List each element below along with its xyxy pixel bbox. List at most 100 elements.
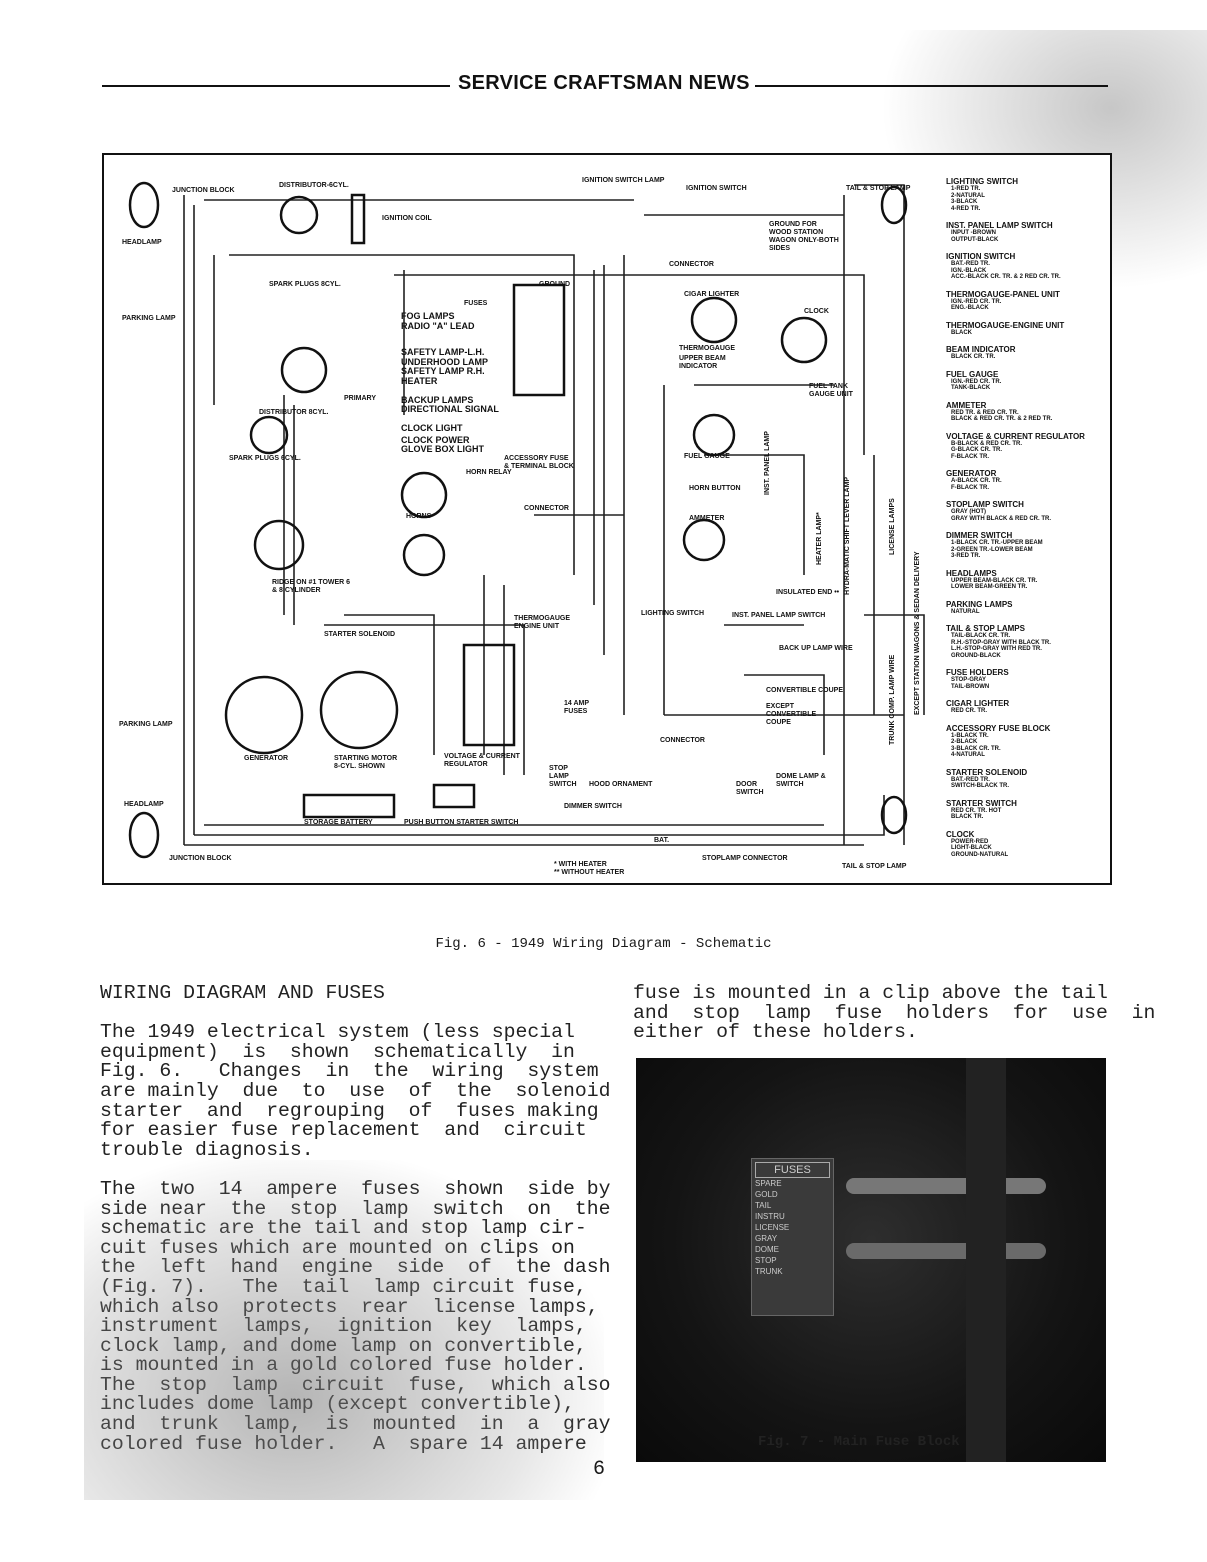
- label-14-amp-fuses: 14 AMP FUSES: [564, 700, 589, 715]
- label-except-wagons: EXCEPT STATION WAGONS & SEDAN DELIVERY: [914, 551, 921, 715]
- label-distributor-6: DISTRIBUTOR-6CYL.: [279, 182, 349, 189]
- legend-line: STOP-GRAY: [951, 677, 987, 683]
- article-left-column: WIRING DIAGRAM AND FUSES The 1949 electr…: [100, 983, 611, 1455]
- label-tail-stop-bottom: TAIL & STOP LAMP: [842, 863, 907, 870]
- label-spark-plugs-8: SPARK PLUGS 8CYL.: [269, 281, 341, 288]
- label-hydra-matic: HYDRA-MATIC SHIFT LEVER LAMP: [844, 476, 851, 595]
- legend-line: A-BLACK CR. TR.: [951, 478, 1002, 484]
- text-line: colored fuse holder. A spare 14 ampere: [100, 1432, 587, 1455]
- label-horns: HORNS: [406, 513, 432, 520]
- article-right-column: fuse is mounted in a clip above the tail…: [633, 983, 1155, 1044]
- legend-title: HEADLAMPS: [946, 568, 997, 578]
- fuse-label-text: GRAY: [755, 1234, 778, 1243]
- label-connector-bottom: CONNECTOR: [660, 737, 705, 744]
- text-line: is mounted in a gold colored fuse holder…: [100, 1354, 587, 1377]
- legend-line: UPPER BEAM-BLACK CR. TR.: [951, 577, 1038, 584]
- legend-title: FUEL GAUGE: [946, 369, 999, 379]
- header-rule-left: [102, 85, 450, 87]
- label-ground: GROUND: [539, 281, 571, 288]
- label-inst-panel-lamp: INST. PANEL LAMP: [764, 431, 771, 495]
- legend-line: F-BLACK TR.: [951, 484, 989, 491]
- label-connector: CONNECTOR: [669, 261, 714, 268]
- label-primary: PRIMARY: [344, 395, 377, 402]
- legend-line: RED CR. TR.: [951, 708, 987, 714]
- label-vcr: VOLTAGE & CURRENT REGULATOR: [444, 753, 520, 768]
- label-fog-lamps: FOG LAMPS: [401, 311, 455, 321]
- label-ammeter: AMMETER: [689, 515, 725, 522]
- text-line: either of these holders.: [633, 1021, 918, 1044]
- legend-line: 2-BLACK: [951, 739, 978, 745]
- legend-line: 4-NATURAL: [951, 752, 985, 758]
- legend-line: NATURAL: [951, 608, 980, 615]
- legend-title: CIGAR LIGHTER: [946, 699, 1010, 708]
- text-line: (Fig. 7). The tail lamp circuit fuse,: [100, 1275, 587, 1298]
- text-line: starter and regrouping of fuses making: [100, 1099, 599, 1122]
- legend-line: BLACK: [951, 329, 972, 336]
- text-line: The 1949 electrical system (less special: [100, 1021, 575, 1044]
- label-fuel-gauge: FUEL GAUGE: [684, 453, 730, 460]
- fuse-label-text: GOLD: [755, 1190, 778, 1199]
- legend-title: THERMOGAUGE-ENGINE UNIT: [946, 320, 1065, 330]
- label-directional: DIRECTIONAL SIGNAL: [401, 404, 499, 414]
- steering-column: [966, 1058, 1006, 1462]
- legend-line: B-BLACK & RED CR. TR.: [951, 440, 1022, 447]
- label-inst-panel-switch: INST. PANEL LAMP SWITCH: [732, 612, 826, 619]
- fuse-holder-gold: [846, 1178, 1046, 1194]
- legend-title: DIMMER SWITCH: [946, 531, 1013, 540]
- legend-line: L.H.-STOP-GRAY WITH RED TR.: [951, 646, 1042, 652]
- legend-line: LIGHT-BLACK: [951, 845, 992, 851]
- label-hood-ornament: HOOD ORNAMENT: [589, 781, 653, 788]
- legend-line: G-BLACK CR. TR.: [951, 447, 1002, 453]
- legend-title: LIGHTING SWITCH: [946, 177, 1018, 186]
- legend-line: 1-BLACK TR.: [951, 732, 989, 739]
- label-trunk-lamp-wire: TRUNK COMP. LAMP WIRE: [889, 654, 896, 745]
- label-parking-lamp: PARKING LAMP: [122, 315, 176, 322]
- label-radio-lead: RADIO "A" LEAD: [401, 321, 475, 331]
- label-push-button: PUSH BUTTON STARTER SWITCH: [404, 819, 519, 826]
- label-upper-beam: UPPER BEAM INDICATOR: [679, 355, 726, 370]
- text-line: for easier fuse replacement and circuit: [100, 1119, 587, 1142]
- legend-line: OUTPUT-BLACK: [951, 236, 999, 243]
- label-bat: BAT.: [654, 837, 670, 844]
- label-distributor-8: DISTRIBUTOR 8CYL.: [259, 409, 329, 416]
- legend-line: 2-GREEN TR.-LOWER BEAM: [951, 546, 1033, 553]
- label-storage-battery: STORAGE BATTERY: [304, 819, 373, 826]
- label-horn-button: HORN BUTTON: [689, 485, 741, 492]
- label-parking-lamp-bottom: PARKING LAMP: [119, 721, 173, 728]
- fuse-holder-gray: [846, 1243, 1046, 1259]
- text-line: instrument lamps, ignition key lamps,: [100, 1315, 587, 1338]
- fuse-label-text: STOP: [755, 1256, 777, 1265]
- figure-7-caption: Fig. 7 - Main Fuse Block: [758, 1434, 960, 1450]
- fuse-label-text: TRUNK: [755, 1267, 783, 1276]
- legend-line: BAT.-RED TR.: [951, 776, 990, 783]
- legend-line: GROUND-BLACK: [951, 652, 1001, 659]
- fuse-label-text: DOME: [755, 1245, 779, 1254]
- label-thermogauge-engine: THERMOGAUGE ENGINE UNIT: [514, 615, 570, 630]
- legend-line: ACC.-BLACK CR. TR. & 2 RED CR. TR.: [951, 274, 1061, 280]
- legend-line: 4-RED TR.: [951, 205, 981, 212]
- legend-line: 2-NATURAL: [951, 192, 985, 199]
- label-convertible-coupe: CONVERTIBLE COUPE: [766, 687, 844, 694]
- legend-line: F-BLACK TR.: [951, 453, 989, 460]
- fuse-label-text: TAIL: [755, 1201, 772, 1210]
- label-tail-stop-top: TAIL & STOP LAMP: [846, 185, 911, 192]
- label-safety-rh: SAFETY LAMP R.H.: [401, 366, 485, 376]
- legend-line: TAIL-BLACK CR. TR.: [951, 633, 1011, 639]
- legend-line: 1-RED TR.: [951, 186, 981, 192]
- legend-line: GRAY WITH BLACK & RED CR. TR.: [951, 515, 1052, 522]
- legend-title: STOPLAMP SWITCH: [946, 500, 1024, 509]
- text-line: the left hand engine side of the dash: [100, 1256, 611, 1279]
